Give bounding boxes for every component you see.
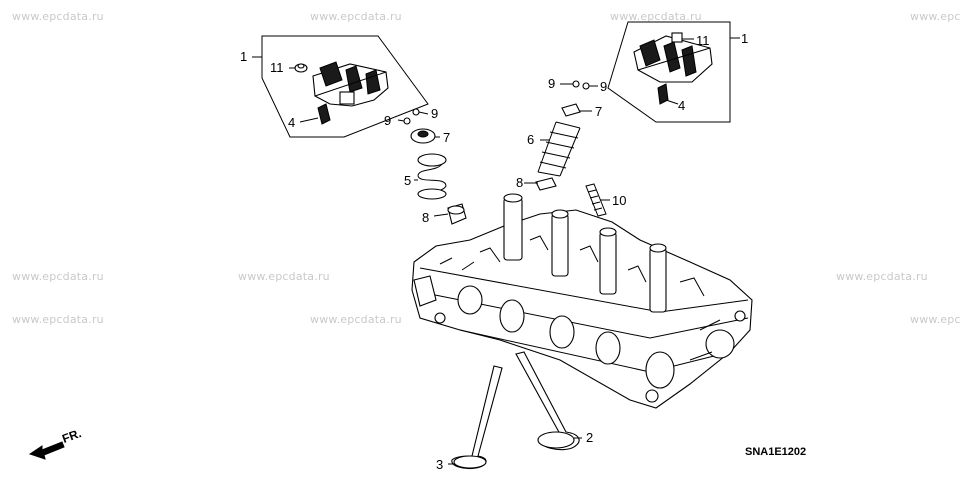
callout-9-right-a[interactable]: 9 (548, 76, 556, 91)
callout-9-left-a[interactable]: 9 (431, 106, 439, 121)
callout-4-left[interactable]: 4 (288, 115, 296, 130)
valve-spring-left[interactable] (414, 153, 447, 200)
front-arrow-icon (28, 441, 65, 460)
rocker-arm-assembly-left[interactable] (252, 35, 429, 138)
valve-spring-right[interactable] (537, 121, 581, 177)
valve-stem-seal-right[interactable] (524, 177, 557, 191)
watermark: www.epcdata.ru (12, 270, 104, 283)
watermark: www.epcdata.ru (310, 10, 402, 23)
callout-9-left-b[interactable]: 9 (384, 113, 392, 128)
callout-2[interactable]: 2 (586, 430, 594, 445)
callout-5[interactable]: 5 (404, 173, 412, 188)
valve-stem-seal-left[interactable] (433, 203, 467, 225)
callout-6[interactable]: 6 (527, 132, 535, 147)
watermark: www.epc (910, 313, 960, 326)
spring-retainer-left[interactable] (410, 128, 440, 144)
valve-cotter-right[interactable] (560, 80, 598, 90)
diagram-code: SNA1E1202 (745, 446, 807, 458)
exhaust-valve[interactable] (448, 365, 503, 470)
watermark: www.epcdata.ru (310, 313, 402, 326)
watermark: www.epcdata.ru (610, 10, 702, 23)
watermark: www.epcdata.ru (836, 270, 928, 283)
callout-4-right[interactable]: 4 (678, 98, 686, 113)
callout-10[interactable]: 10 (612, 193, 627, 208)
callout-7-left[interactable]: 7 (443, 130, 451, 145)
adjusting-screw-right[interactable] (657, 83, 679, 105)
callout-1-left[interactable]: 1 (240, 49, 248, 64)
cap-nut-left[interactable] (289, 63, 308, 73)
callout-1-right[interactable]: 1 (741, 31, 749, 46)
watermark: www.epcdata.ru (12, 313, 104, 326)
callout-9-right-b[interactable]: 9 (600, 79, 608, 94)
callout-11-left[interactable]: 11 (270, 60, 284, 75)
watermark: www.epcdata.ru (238, 270, 330, 283)
rocker-arm-assembly-right[interactable] (607, 21, 740, 123)
valve-cotter-left[interactable] (397, 108, 429, 125)
adjusting-screw-left[interactable] (299, 103, 331, 125)
spring-retainer-right[interactable] (561, 103, 592, 117)
stud-bolt[interactable] (585, 183, 610, 217)
intake-valve[interactable] (515, 351, 582, 451)
watermark: www.epcdata.ru (12, 10, 104, 23)
callout-3[interactable]: 3 (436, 457, 444, 472)
callout-11-right[interactable]: 11 (696, 33, 710, 48)
callout-7-right[interactable]: 7 (595, 104, 603, 119)
watermark: www.epc (910, 10, 960, 23)
callout-8-left[interactable]: 8 (422, 210, 430, 225)
cap-nut-right[interactable] (671, 32, 694, 43)
callout-8-right[interactable]: 8 (516, 175, 524, 190)
cylinder-head (411, 193, 753, 409)
